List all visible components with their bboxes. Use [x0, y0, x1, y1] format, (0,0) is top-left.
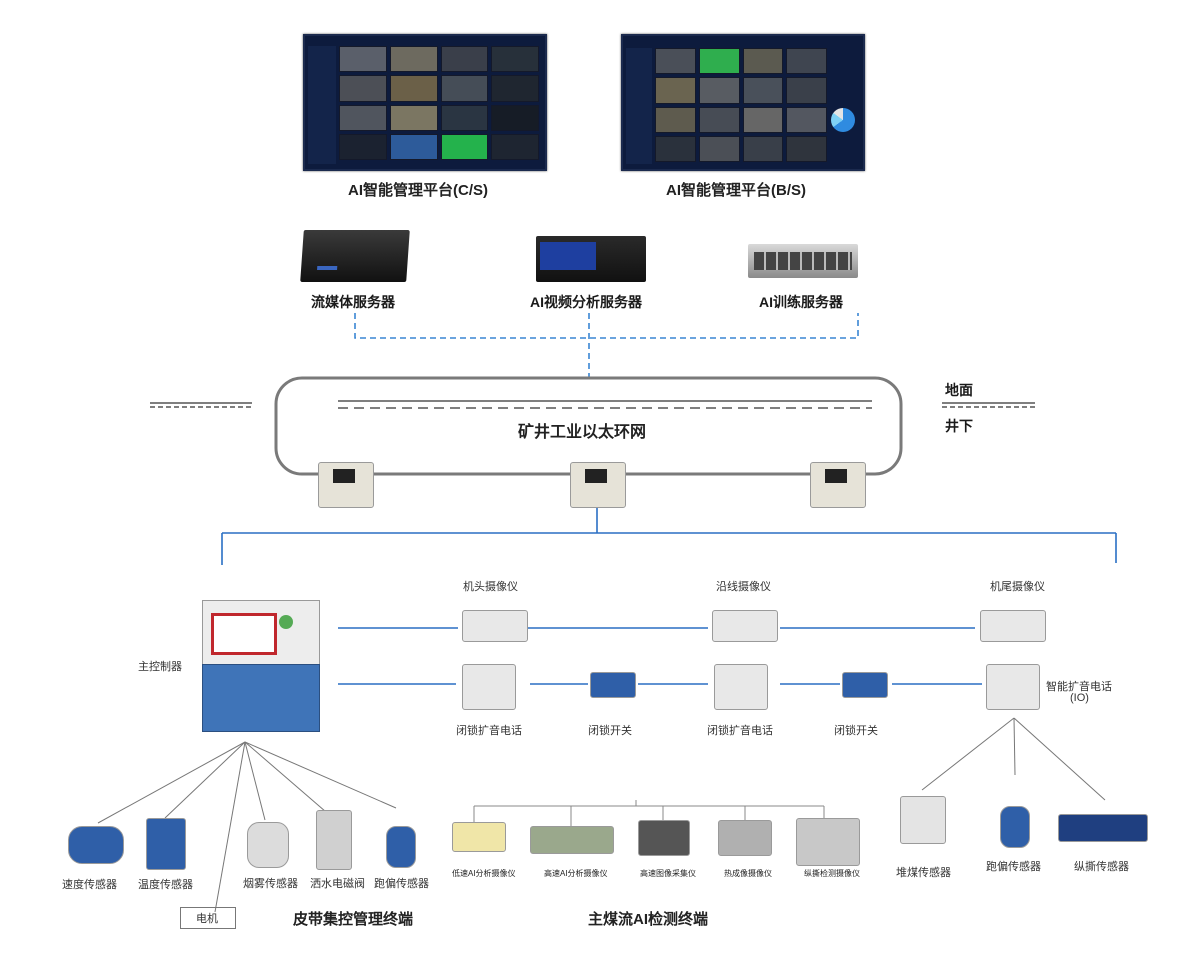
- video-analysis-server-label: AI视频分析服务器: [530, 294, 642, 310]
- along-camera-label: 沿线摄像仪: [716, 581, 771, 593]
- ai-device-tree: [473, 800, 825, 826]
- underground-label: 井下: [945, 418, 973, 434]
- high-speed-camera-label: 高速AI分析摄像仪: [544, 869, 608, 878]
- ring-switch-left: [318, 462, 374, 508]
- high-speed-image-collector-label: 高速图像采集仪: [640, 869, 696, 878]
- main-controller: [202, 600, 320, 732]
- locked-switch-1: [590, 672, 636, 698]
- longitudinal-tear-camera: [796, 818, 860, 866]
- streaming-server-label: 流媒体服务器: [311, 294, 395, 310]
- bs-video-grid: [655, 48, 827, 162]
- cs-video-grid: [339, 46, 539, 160]
- temperature-sensor: [146, 818, 186, 870]
- locked-phone-2: [714, 664, 768, 710]
- cs-platform-screen: [303, 34, 547, 171]
- low-speed-camera-label: 低速AI分析摄像仪: [452, 869, 516, 878]
- coal-pile-sensor-label: 堆煤传感器: [896, 867, 951, 879]
- bs-left-panel: [626, 48, 652, 164]
- deviation-sensor-right-label: 跑偏传感器: [986, 861, 1041, 873]
- bs-platform-screen: [621, 34, 865, 171]
- smart-phone: [986, 664, 1040, 710]
- head-camera-label: 机头摄像仪: [463, 581, 518, 593]
- cs-platform-label: AI智能管理平台(C/S): [348, 182, 488, 199]
- locked-switch-2: [842, 672, 888, 698]
- blue-bus: [221, 508, 1117, 685]
- high-speed-camera: [530, 826, 614, 854]
- head-camera: [462, 610, 528, 642]
- ring-switch-center: [570, 462, 626, 508]
- locked-phone-1-label: 闭锁扩音电话: [456, 725, 522, 737]
- thermal-camera: [718, 820, 772, 856]
- surface-label: 地面: [945, 382, 973, 398]
- locked-phone-2-label: 闭锁扩音电话: [707, 725, 773, 737]
- low-speed-camera: [452, 822, 506, 852]
- tail-camera: [980, 610, 1046, 642]
- video-analysis-server: [536, 236, 646, 282]
- sprinkler-valve-label: 洒水电磁阀: [310, 878, 365, 890]
- cs-sidebar: [308, 46, 336, 164]
- main-controller-label: 主控制器: [138, 661, 182, 673]
- smoke-sensor-label: 烟雾传感器: [243, 878, 298, 890]
- coal-pile-sensor: [900, 796, 946, 844]
- tail-camera-label: 机尾摄像仪: [990, 581, 1045, 593]
- server-dashed-links: [354, 313, 859, 378]
- smoke-sensor: [247, 822, 289, 868]
- motor-label: 电机: [196, 913, 218, 925]
- dash-link-streaming: [354, 313, 859, 339]
- training-server: [748, 244, 858, 278]
- locked-switch-2-label: 闭锁开关: [834, 725, 878, 737]
- sprinkler-valve: [316, 810, 352, 870]
- smart-phone-io-label: (IO): [1070, 692, 1089, 704]
- thermal-camera-label: 热成像摄像仪: [724, 869, 772, 878]
- left-fan-lines: [97, 741, 397, 913]
- coal-flow-terminal-title: 主煤流AI检测终端: [588, 911, 709, 928]
- ring-network-label: 矿井工业以太环网: [518, 424, 647, 441]
- bs-platform-label: AI智能管理平台(B/S): [666, 182, 806, 199]
- along-camera: [712, 610, 778, 642]
- temperature-sensor-label: 温度传感器: [138, 879, 193, 891]
- speed-sensor: [68, 826, 124, 864]
- deviation-sensor-left-label: 跑偏传感器: [374, 878, 429, 890]
- deviation-sensor-right: [1000, 806, 1030, 848]
- ring-switch-right: [810, 462, 866, 508]
- motor-box: [180, 907, 236, 929]
- streaming-server: [300, 230, 410, 282]
- high-speed-image-collector: [638, 820, 690, 856]
- deviation-sensor-left: [386, 826, 416, 868]
- belt-terminal-title: 皮带集控管理终端: [293, 911, 414, 928]
- locked-phone-1: [462, 664, 516, 710]
- tear-sensor-label: 纵撕传感器: [1074, 861, 1129, 873]
- surface-separator: [150, 400, 1035, 409]
- training-server-label: AI训练服务器: [759, 294, 843, 310]
- bs-pie-chart: [831, 108, 855, 132]
- right-fan-lines: [921, 717, 1106, 801]
- tear-sensor: [1058, 814, 1148, 842]
- smart-phone-label: 智能扩音电话: [1046, 681, 1112, 693]
- locked-switch-1-label: 闭锁开关: [588, 725, 632, 737]
- speed-sensor-label: 速度传感器: [62, 879, 117, 891]
- longitudinal-tear-camera-label: 纵撕检测摄像仪: [804, 869, 860, 878]
